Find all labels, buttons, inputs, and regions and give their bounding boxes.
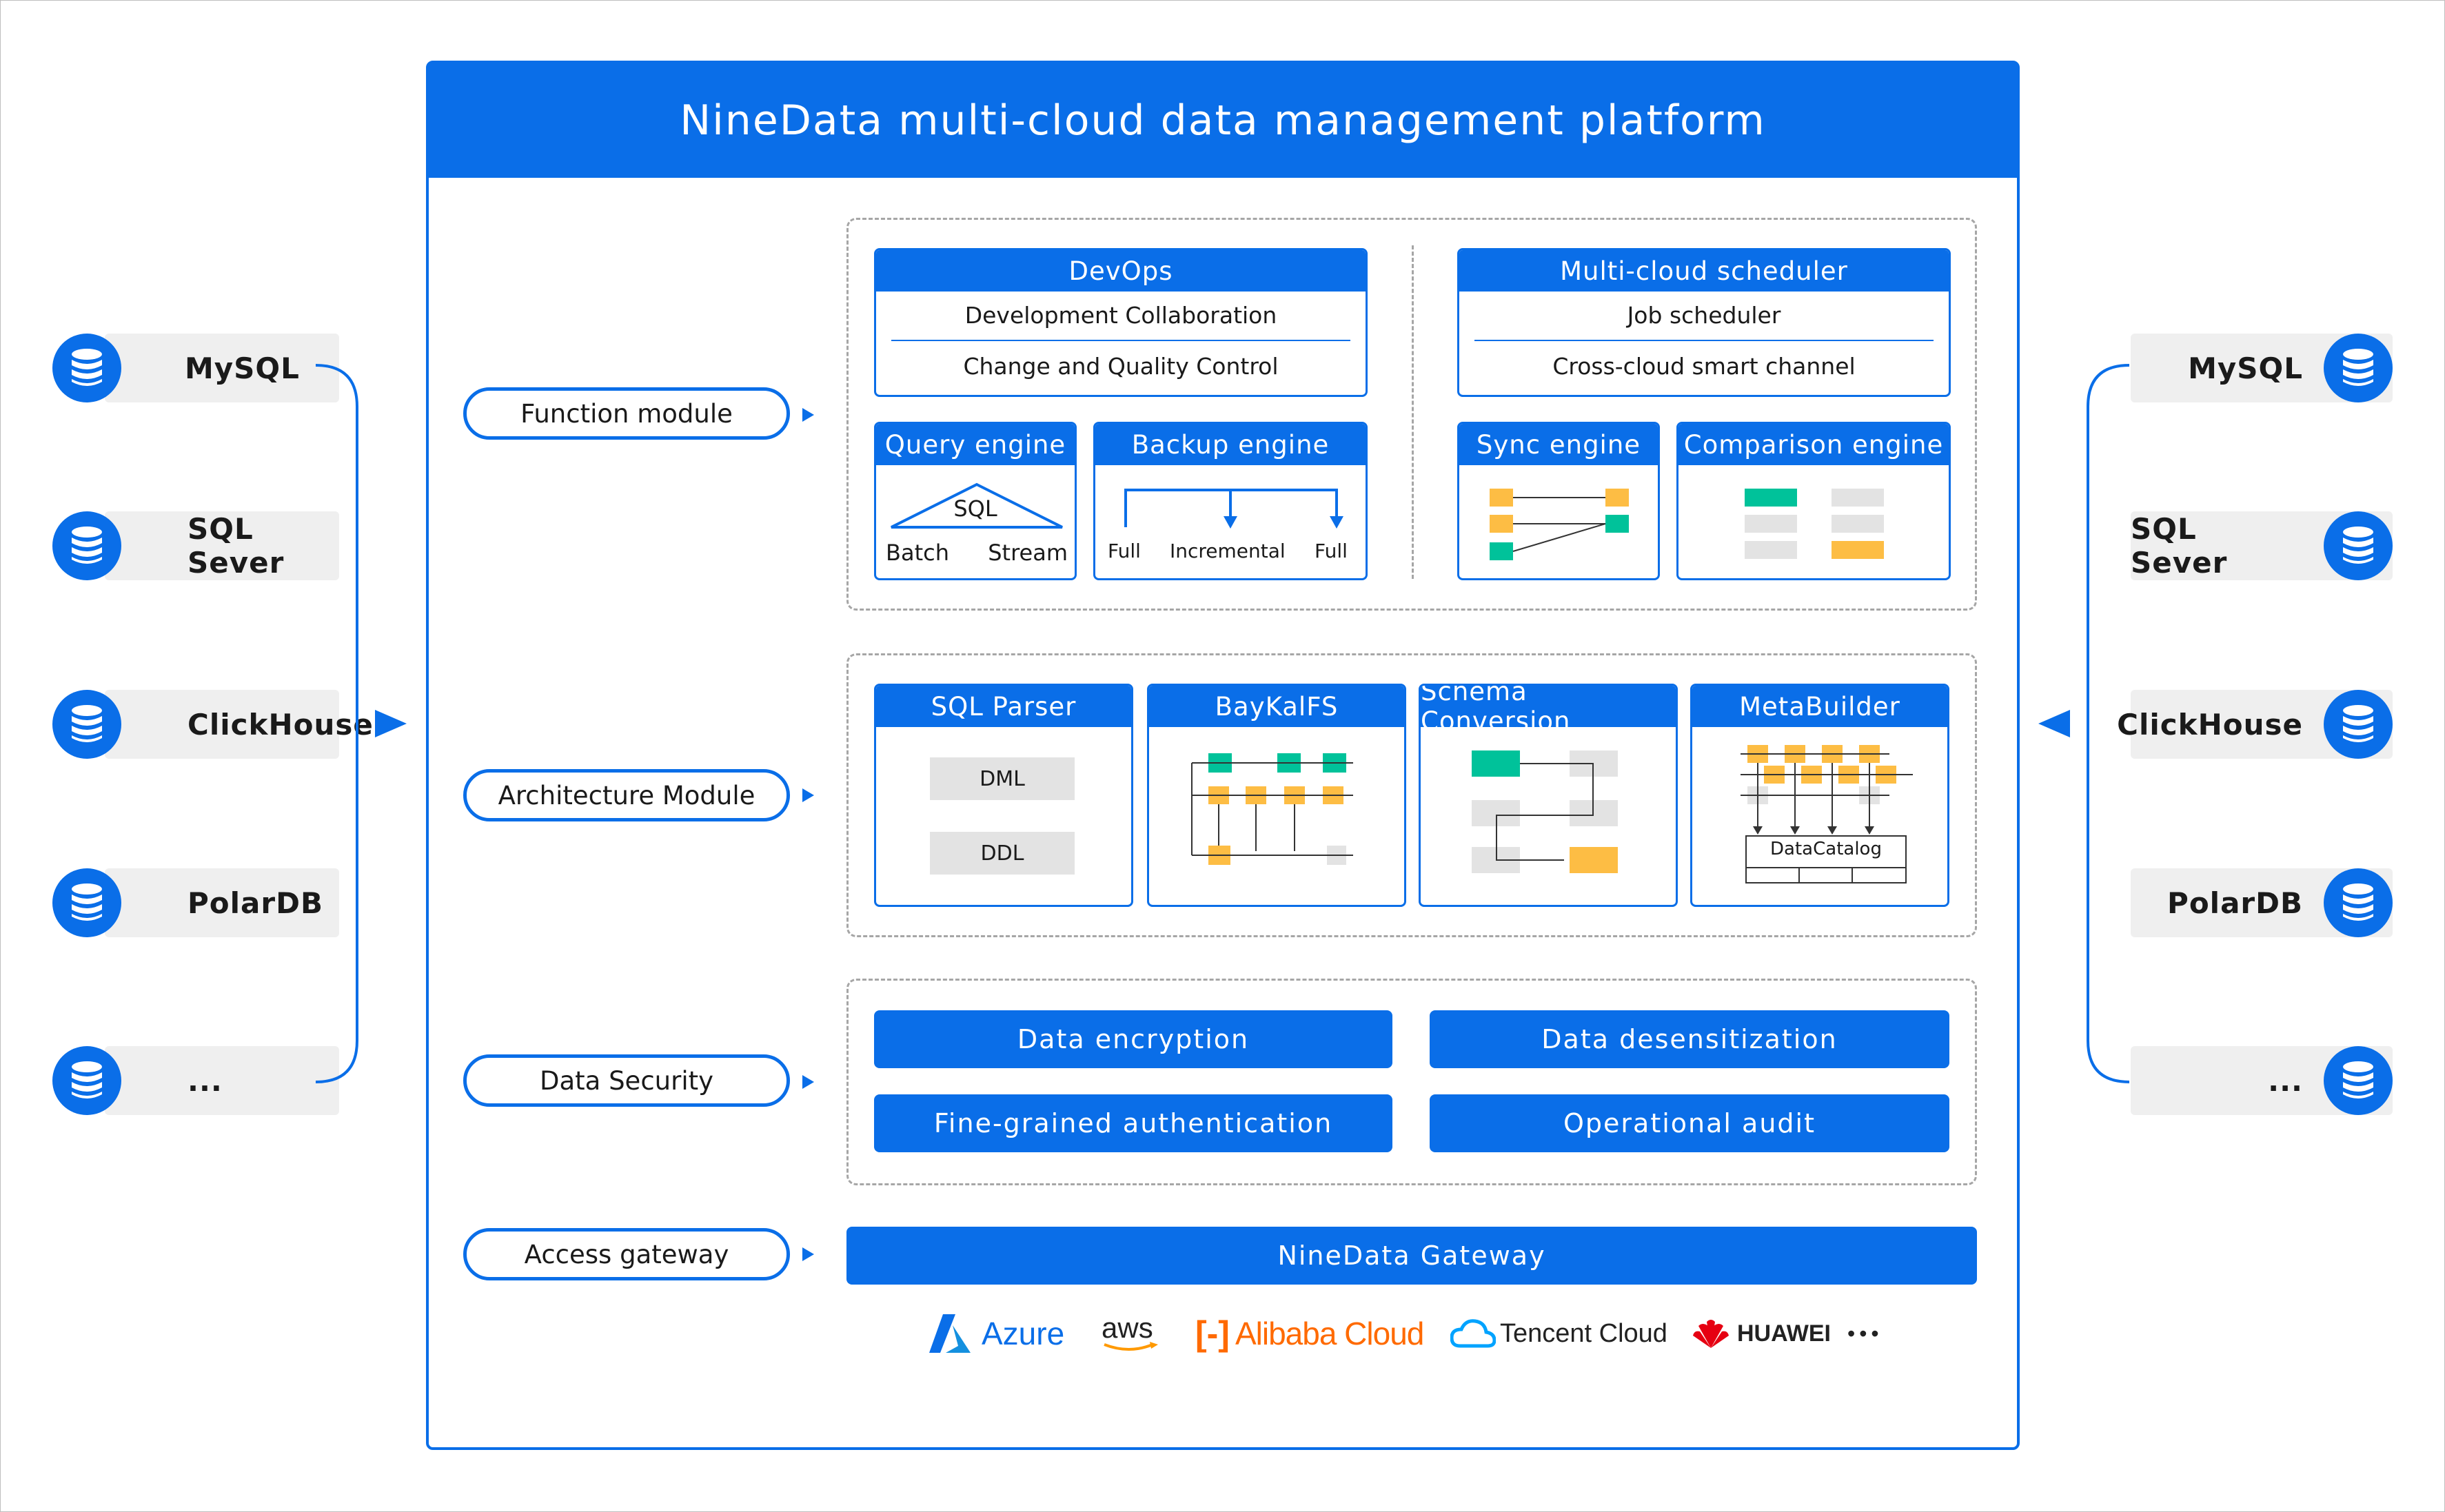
database-icon bbox=[2324, 511, 2393, 580]
devops-title: DevOps bbox=[876, 250, 1366, 292]
source-more[interactable]: ... bbox=[52, 1046, 339, 1115]
more-clouds: ••• bbox=[1847, 1309, 1883, 1358]
aws-logo: aws bbox=[1102, 1309, 1159, 1358]
alibaba-label: Alibaba Cloud bbox=[1235, 1316, 1424, 1351]
backup-full-label-2: Full bbox=[1315, 540, 1348, 562]
dml-box: DML bbox=[930, 757, 1075, 800]
comparison-engine-card[interactable]: Comparison engine bbox=[1676, 422, 1951, 580]
devops-row-2: Change and Quality Control bbox=[963, 353, 1279, 380]
backup-full-label: Full bbox=[1108, 540, 1141, 562]
database-icon bbox=[52, 690, 121, 759]
architecture-module-area bbox=[846, 653, 1977, 937]
sql-parser-card[interactable]: SQL Parser DML DDL bbox=[874, 684, 1133, 907]
metabuilder-diagram-icon bbox=[1741, 745, 1913, 883]
fine-grained-authentication-button[interactable]: Fine-grained authentication bbox=[874, 1094, 1392, 1152]
backup-flow-icon bbox=[1124, 489, 1343, 529]
alibaba-bracket-icon: [-] bbox=[1195, 1314, 1230, 1353]
scheduler-title: Multi-cloud scheduler bbox=[1459, 250, 1949, 292]
data-security-area bbox=[846, 979, 1977, 1185]
azure-icon bbox=[929, 1314, 971, 1353]
query-engine-card[interactable]: Query engine SQL Batch Stream bbox=[874, 422, 1077, 580]
devops-row-1: Development Collaboration bbox=[891, 292, 1350, 341]
triangle-icon bbox=[891, 482, 1063, 529]
database-icon bbox=[52, 1046, 121, 1115]
data-encryption-button[interactable]: Data encryption bbox=[874, 1010, 1392, 1068]
tencent-cloud-logo: Tencent Cloud bbox=[1450, 1309, 1667, 1358]
database-icon bbox=[2324, 1046, 2393, 1115]
tencent-label: Tencent Cloud bbox=[1500, 1318, 1667, 1348]
datacatalog-label: DataCatalog bbox=[1770, 839, 1882, 859]
huawei-logo: HUAWEI bbox=[1690, 1309, 1831, 1358]
target-polardb[interactable]: PolarDB bbox=[2131, 868, 2393, 937]
arrow-icon bbox=[802, 1075, 814, 1089]
backup-engine-card[interactable]: Backup engine Full Incremental Full bbox=[1093, 422, 1368, 580]
tencent-cloud-icon bbox=[1450, 1319, 1496, 1348]
platform-title: NineData multi-cloud data management pla… bbox=[429, 63, 2017, 178]
access-gateway-pill[interactable]: Access gateway bbox=[463, 1228, 790, 1280]
source-sqlserver[interactable]: SQL Sever bbox=[52, 511, 339, 580]
metabuilder-card[interactable]: MetaBuilder DataCatalog bbox=[1690, 684, 1949, 907]
aws-smile-icon bbox=[1104, 1342, 1158, 1351]
more-label: ••• bbox=[1847, 1320, 1883, 1346]
function-module-pill[interactable]: Function module bbox=[463, 387, 790, 440]
devops-card[interactable]: DevOps Development Collaboration Change … bbox=[874, 248, 1368, 397]
aws-label: aws bbox=[1102, 1311, 1153, 1344]
source-polardb[interactable]: PolarDB bbox=[52, 868, 339, 937]
backup-engine-title: Backup engine bbox=[1095, 424, 1366, 465]
sync-engine-card[interactable]: Sync engine bbox=[1457, 422, 1660, 580]
database-icon bbox=[52, 511, 121, 580]
ddl-box: DDL bbox=[930, 832, 1075, 875]
baykalfs-title: BayKalFS bbox=[1149, 686, 1404, 727]
baykalfs-diagram-icon bbox=[1191, 753, 1353, 865]
scheduler-card[interactable]: Multi-cloud scheduler Job scheduler Cros… bbox=[1457, 248, 1951, 397]
database-icon bbox=[52, 868, 121, 937]
schema-conversion-title: Schema Conversion bbox=[1421, 686, 1676, 736]
function-module-area bbox=[846, 218, 1977, 611]
operational-audit-button[interactable]: Operational audit bbox=[1430, 1094, 1949, 1152]
schema-conversion-card[interactable]: Schema Conversion bbox=[1419, 684, 1678, 907]
query-stream-label: Stream bbox=[988, 540, 1068, 566]
database-icon bbox=[2324, 690, 2393, 759]
ninedata-gateway-bar[interactable]: NineData Gateway bbox=[846, 1227, 1977, 1285]
database-icon bbox=[2324, 868, 2393, 937]
database-icon bbox=[2324, 334, 2393, 402]
query-engine-title: Query engine bbox=[876, 424, 1075, 465]
data-security-pill[interactable]: Data Security bbox=[463, 1054, 790, 1107]
database-icon bbox=[52, 334, 121, 402]
data-desensitization-button[interactable]: Data desensitization bbox=[1430, 1010, 1949, 1068]
azure-logo: Azure bbox=[928, 1309, 1064, 1358]
architecture-module-pill[interactable]: Architecture Module bbox=[463, 769, 790, 821]
query-batch-label: Batch bbox=[886, 540, 949, 566]
target-sqlserver[interactable]: SQL Sever bbox=[2131, 511, 2393, 580]
sync-diagram-icon bbox=[1490, 489, 1629, 560]
source-mysql[interactable]: MySQL bbox=[52, 334, 339, 402]
comparison-diagram-icon bbox=[1745, 489, 1884, 559]
scheduler-row-1: Job scheduler bbox=[1474, 292, 1934, 341]
target-more[interactable]: ... bbox=[2131, 1046, 2393, 1115]
comparison-engine-title: Comparison engine bbox=[1678, 424, 1949, 465]
arrow-icon bbox=[802, 408, 814, 422]
huawei-label: HUAWEI bbox=[1737, 1320, 1831, 1347]
arrow-icon bbox=[802, 1247, 814, 1261]
scheduler-row-2: Cross-cloud smart channel bbox=[1552, 353, 1856, 380]
divider bbox=[1412, 245, 1414, 579]
sync-engine-title: Sync engine bbox=[1459, 424, 1658, 465]
alibaba-cloud-logo: [-] Alibaba Cloud bbox=[1195, 1309, 1424, 1358]
sql-parser-title: SQL Parser bbox=[876, 686, 1131, 727]
backup-incremental-label: Incremental bbox=[1170, 540, 1286, 562]
target-clickhouse[interactable]: ClickHouse bbox=[2117, 690, 2393, 759]
metabuilder-title: MetaBuilder bbox=[1692, 686, 1947, 727]
query-sql-label: SQL bbox=[953, 496, 997, 522]
azure-label: Azure bbox=[982, 1316, 1065, 1351]
baykalfs-card[interactable]: BayKalFS bbox=[1147, 684, 1406, 907]
schema-conversion-diagram-icon bbox=[1472, 750, 1618, 873]
target-mysql[interactable]: MySQL bbox=[2131, 334, 2393, 402]
huawei-flower-icon bbox=[1693, 1320, 1729, 1348]
arrow-icon bbox=[802, 788, 814, 802]
